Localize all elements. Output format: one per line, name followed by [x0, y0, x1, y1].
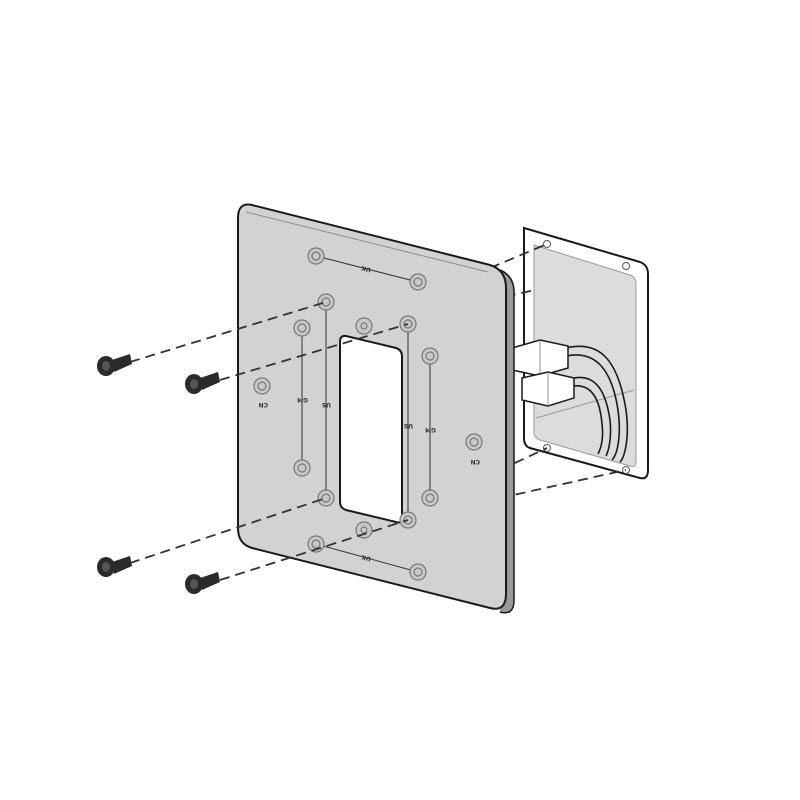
plate-holes	[253, 247, 483, 581]
label-top-pattern: UK	[361, 264, 372, 273]
screw-top-left	[97, 354, 132, 376]
screw-bottom-left	[97, 556, 132, 577]
label-right-inner: US	[404, 422, 413, 429]
wall-box	[511, 226, 649, 480]
connector-top	[511, 339, 569, 377]
label-right-outer: GM	[425, 426, 436, 433]
alignment-guides-screws	[129, 301, 409, 581]
plate-center-opening	[339, 334, 403, 524]
screw-lower-middle	[185, 572, 220, 594]
label-bottom-pattern: UK	[361, 553, 372, 562]
box-hole-tr	[622, 262, 630, 270]
cables	[565, 345, 629, 463]
screw-upper-middle	[185, 372, 220, 394]
label-left-side: CN	[259, 401, 268, 408]
label-left-outer: GM	[297, 396, 308, 403]
box-hole-tl	[543, 240, 551, 248]
label-left-inner: US	[322, 401, 331, 408]
label-right-side: CN	[471, 458, 480, 465]
mounting-plate: UK UK GM US US GM CN CN	[237, 203, 515, 614]
connector-bottom	[521, 371, 575, 407]
